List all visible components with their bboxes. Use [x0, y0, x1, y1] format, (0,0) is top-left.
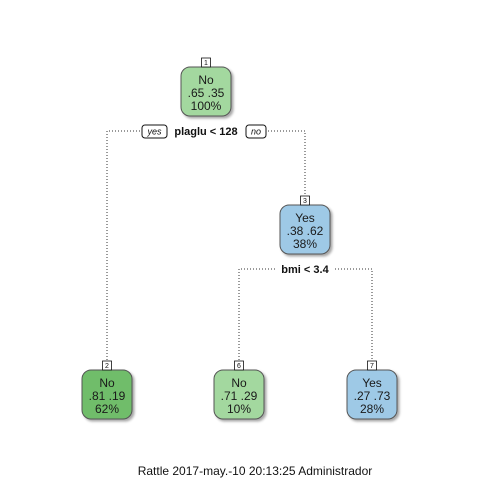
split-plaglu: yes plaglu < 128 no	[141, 124, 267, 139]
node-7-probs: .27 .73	[354, 389, 391, 403]
node-6-probs: .71 .29	[221, 389, 258, 403]
node-3-probs: .38 .62	[287, 224, 324, 238]
node-1-number-box	[201, 57, 211, 68]
node-7-percent: 28%	[360, 402, 384, 416]
node-2-number-box	[102, 360, 112, 371]
split-1-label-bg	[170, 124, 242, 139]
node-2-probs: .81 .19	[89, 389, 126, 403]
node-6-number-box	[234, 360, 244, 371]
node-1-number: 1	[204, 60, 208, 67]
node-1-probs: .65 .35	[188, 86, 225, 100]
node-7-label: Yes	[362, 376, 382, 390]
edge-3-left	[238, 268, 275, 362]
node-6-number: 6	[237, 363, 241, 370]
node-3-number-box	[300, 195, 310, 206]
node-3-number: 3	[303, 198, 307, 205]
yes-tag: yes	[146, 127, 162, 137]
node-3-label: Yes	[295, 211, 315, 225]
edges	[106, 130, 373, 362]
node-1-label: No	[198, 73, 214, 87]
node-7-number-box	[367, 360, 377, 371]
split-3-label: bmi < 3.4	[281, 264, 329, 276]
node-2-label: No	[99, 376, 115, 390]
node-6-label: No	[231, 376, 247, 390]
edge-1-right	[268, 130, 306, 196]
node-2-number: 2	[105, 363, 109, 370]
node-3-percent: 38%	[293, 237, 317, 251]
yes-tag-box	[141, 124, 168, 139]
split-bmi: bmi < 3.4	[277, 262, 333, 277]
node-1-percent: 100%	[191, 99, 222, 113]
no-tag-box	[245, 124, 267, 139]
edge-1-left	[106, 130, 140, 362]
edge-3-right	[335, 268, 373, 362]
split-1-label: plaglu < 128	[174, 126, 237, 138]
footer-caption: Rattle 2017-may.-10 20:13:25 Administrad…	[138, 464, 373, 478]
no-tag: no	[251, 127, 261, 137]
node-7-number: 7	[370, 363, 374, 370]
node-2-percent: 62%	[95, 402, 119, 416]
node-6-percent: 10%	[227, 402, 251, 416]
split-3-label-bg	[277, 262, 333, 277]
